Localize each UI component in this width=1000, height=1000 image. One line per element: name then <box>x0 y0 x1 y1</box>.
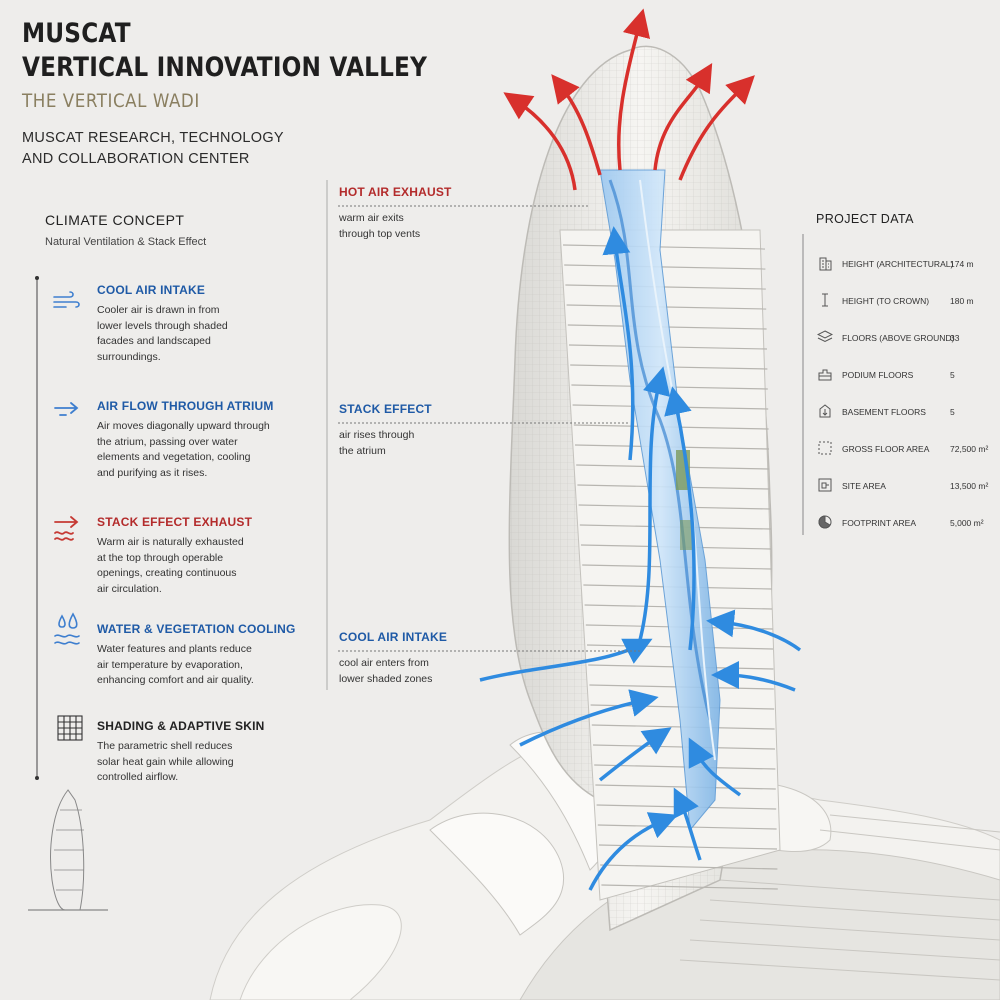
item-text-cool-air: Cooler air is drawn in from lower levels… <box>97 303 228 365</box>
floor-plate <box>565 284 766 290</box>
project-data-label: HEIGHT (ARCHITECTURAL) <box>842 259 954 269</box>
climate-subheading: Natural Ventilation & Stack Effect <box>45 236 207 248</box>
item-text-shading: The parametric shell reduces solar heat … <box>97 739 234 786</box>
text-line: the atrium, passing over water <box>97 435 238 448</box>
text-line: lower shaded zones <box>339 672 433 685</box>
page-subtitle: THE VERTICAL WADI <box>22 90 200 112</box>
center-name-line1: MUSCAT RESEARCH, TECHNOLOGY <box>22 130 284 146</box>
water-drops-icon <box>52 612 84 657</box>
callout-title-cool-air: COOL AIR INTAKE <box>339 630 448 644</box>
text-line: the atrium <box>339 444 386 457</box>
project-data-value: 174 m <box>950 259 974 269</box>
grid-skin-icon <box>56 714 84 747</box>
heat-exhaust-icon <box>52 515 82 548</box>
text-line: Warm air is naturally exhausted <box>97 536 244 548</box>
footprint-icon <box>817 514 833 535</box>
page-title-line1: MUSCAT <box>22 18 131 49</box>
text-line: enhancing comfort and air quality. <box>97 674 254 686</box>
text-line: air circulation. <box>97 582 162 595</box>
text-line: cool air enters from <box>339 657 429 669</box>
building-height-icon <box>817 255 833 276</box>
site-area-icon <box>817 477 833 498</box>
podium-icon <box>817 366 833 387</box>
project-data-label: HEIGHT (TO CROWN) <box>842 296 930 306</box>
project-data-label: PODIUM FLOORS <box>842 370 914 380</box>
floors-stack-icon <box>816 329 834 350</box>
center-name-line2: AND COLLABORATION CENTER <box>22 151 250 167</box>
text-line: elements and vegetation, cooling <box>97 451 251 463</box>
floor-area-icon <box>817 440 833 461</box>
floor-plate <box>564 264 766 270</box>
project-data-label: FLOORS (ABOVE GROUND) <box>842 333 955 343</box>
floor-plate <box>601 884 778 890</box>
item-title-cool-air: COOL AIR INTAKE <box>97 283 206 297</box>
text-line: openings, creating continuous <box>97 567 237 579</box>
floor-plate <box>600 864 778 870</box>
project-data-value: 13,500 m² <box>950 481 989 491</box>
basement-icon <box>817 403 833 424</box>
text-line: lower levels through shaded <box>97 319 228 332</box>
text-line: facades and landscaped <box>97 335 211 347</box>
callout-text-stack: air rises through the atrium <box>339 428 414 459</box>
item-title-air-flow: AIR FLOW THROUGH ATRIUM <box>97 399 274 413</box>
item-text-water-cooling: Water features and plants reduce air tem… <box>97 642 254 689</box>
callout-text-hot-air: warm air exits through top vents <box>339 211 420 242</box>
arrow-right-icon <box>52 400 82 425</box>
project-data-label: SITE AREA <box>842 481 886 491</box>
floor-plate <box>597 824 777 830</box>
floor-plate <box>598 844 778 850</box>
wind-icon <box>52 290 82 319</box>
callout-text-cool-air: cool air enters from lower shaded zones <box>339 656 432 687</box>
project-data-value: 5 <box>950 370 955 380</box>
project-data-label: FOOTPRINT AREA <box>842 518 916 528</box>
item-title-shading: SHADING & ADAPTIVE SKIN <box>97 719 265 733</box>
text-line: at the top through operable <box>97 551 224 564</box>
floor-plate <box>562 244 766 250</box>
project-data-value: 5 <box>950 407 955 417</box>
project-data-value: 72,500 m² <box>950 444 989 454</box>
text-line: through top vents <box>339 227 421 240</box>
text-line: The parametric shell reduces <box>97 740 233 752</box>
text-line: and purifying as it rises. <box>97 466 208 479</box>
project-data-value: 5,000 m² <box>950 518 984 528</box>
crown-height-icon <box>817 292 833 313</box>
item-title-stack-exhaust: STACK EFFECT EXHAUST <box>97 515 253 529</box>
text-line: controlled airflow. <box>97 771 179 783</box>
project-data-value: 180 m <box>950 296 974 306</box>
hot-air-arrows <box>503 8 755 191</box>
item-text-stack-exhaust: Warm air is naturally exhausted at the t… <box>97 535 244 597</box>
tower-thumbnail <box>28 789 108 911</box>
item-text-air-flow: Air moves diagonally upward through the … <box>97 419 270 481</box>
text-line: air rises through <box>339 429 415 441</box>
project-data-label: GROSS FLOOR AREA <box>842 444 930 454</box>
text-line: warm air exits <box>339 212 404 224</box>
item-title-water-cooling: WATER & VEGETATION COOLING <box>97 622 296 636</box>
center-name: MUSCAT RESEARCH, TECHNOLOGY AND COLLABOR… <box>22 128 284 170</box>
text-line: Air moves diagonally upward through <box>97 420 270 432</box>
text-line: Cooler air is drawn in from <box>97 304 220 316</box>
project-data-heading: PROJECT DATA <box>816 212 914 226</box>
project-data-label: BASEMENT FLOORS <box>842 407 926 417</box>
text-line: surroundings. <box>97 350 161 363</box>
text-line: Water features and plants reduce <box>97 643 252 655</box>
project-data-value: 33 <box>950 333 960 343</box>
text-line: solar heat gain while allowing <box>97 755 234 768</box>
climate-heading: CLIMATE CONCEPT <box>45 212 185 228</box>
callout-title-hot-air: HOT AIR EXHAUST <box>339 185 452 199</box>
cool-air-arrows <box>479 226 802 891</box>
callout-title-stack: STACK EFFECT <box>339 402 432 416</box>
page-title-line2: VERTICAL INNOVATION VALLEY <box>22 52 428 83</box>
text-line: air temperature by evaporation, <box>97 658 243 671</box>
divider-lines <box>35 180 804 780</box>
